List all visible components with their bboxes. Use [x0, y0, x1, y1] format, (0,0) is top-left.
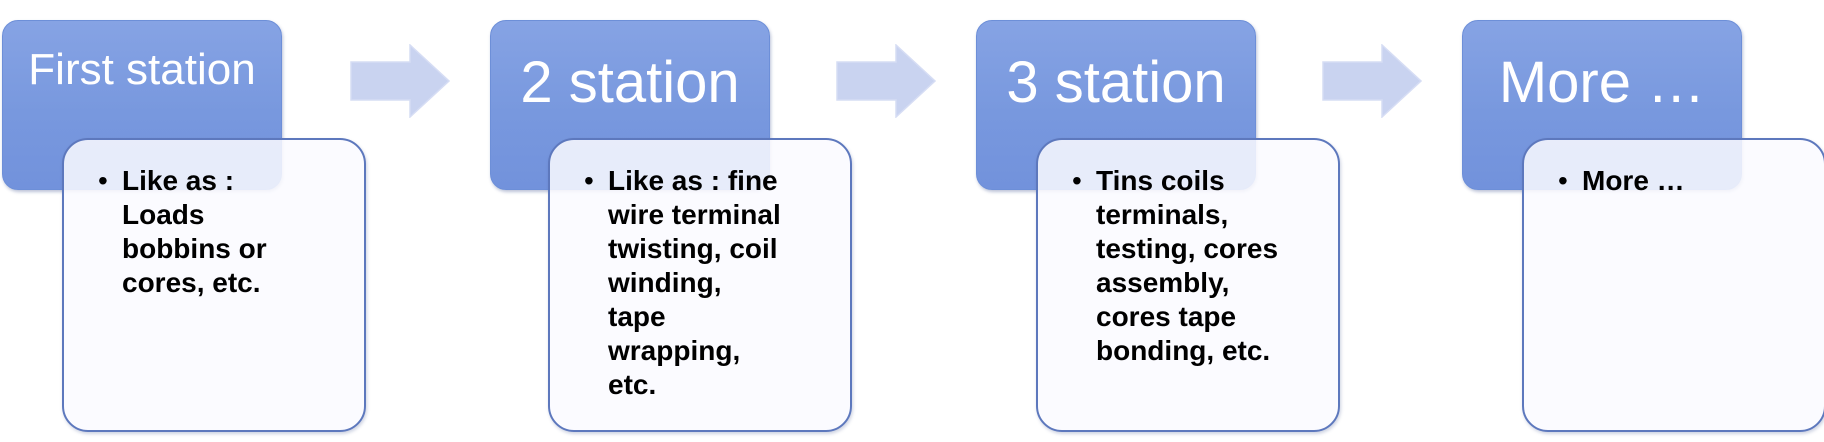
stage-2-item: Like as : fine wire terminal twisting, c…: [584, 164, 838, 402]
stage-1-item: Like as : Loads bobbins or cores, etc.: [98, 164, 352, 300]
stage-2-card: Like as : fine wire terminal twisting, c…: [548, 138, 852, 432]
stage-4-title: More …: [1498, 50, 1706, 115]
arrow-1-icon: [350, 44, 450, 118]
stage-1-title: First station: [28, 45, 256, 94]
stage-4-card: More …: [1522, 138, 1824, 432]
stage-3-card: Tins coils terminals, testing, cores ass…: [1036, 138, 1340, 432]
stage-3-item: Tins coils terminals, testing, cores ass…: [1072, 164, 1326, 368]
stage-1-card: Like as : Loads bobbins or cores, etc.: [62, 138, 366, 432]
stage-4-item: More …: [1558, 164, 1812, 198]
arrow-2-icon: [836, 44, 936, 118]
stage-2-title: 2 station: [520, 50, 740, 115]
arrow-3-icon: [1322, 44, 1422, 118]
stage-3-title: 3 station: [1006, 50, 1226, 115]
